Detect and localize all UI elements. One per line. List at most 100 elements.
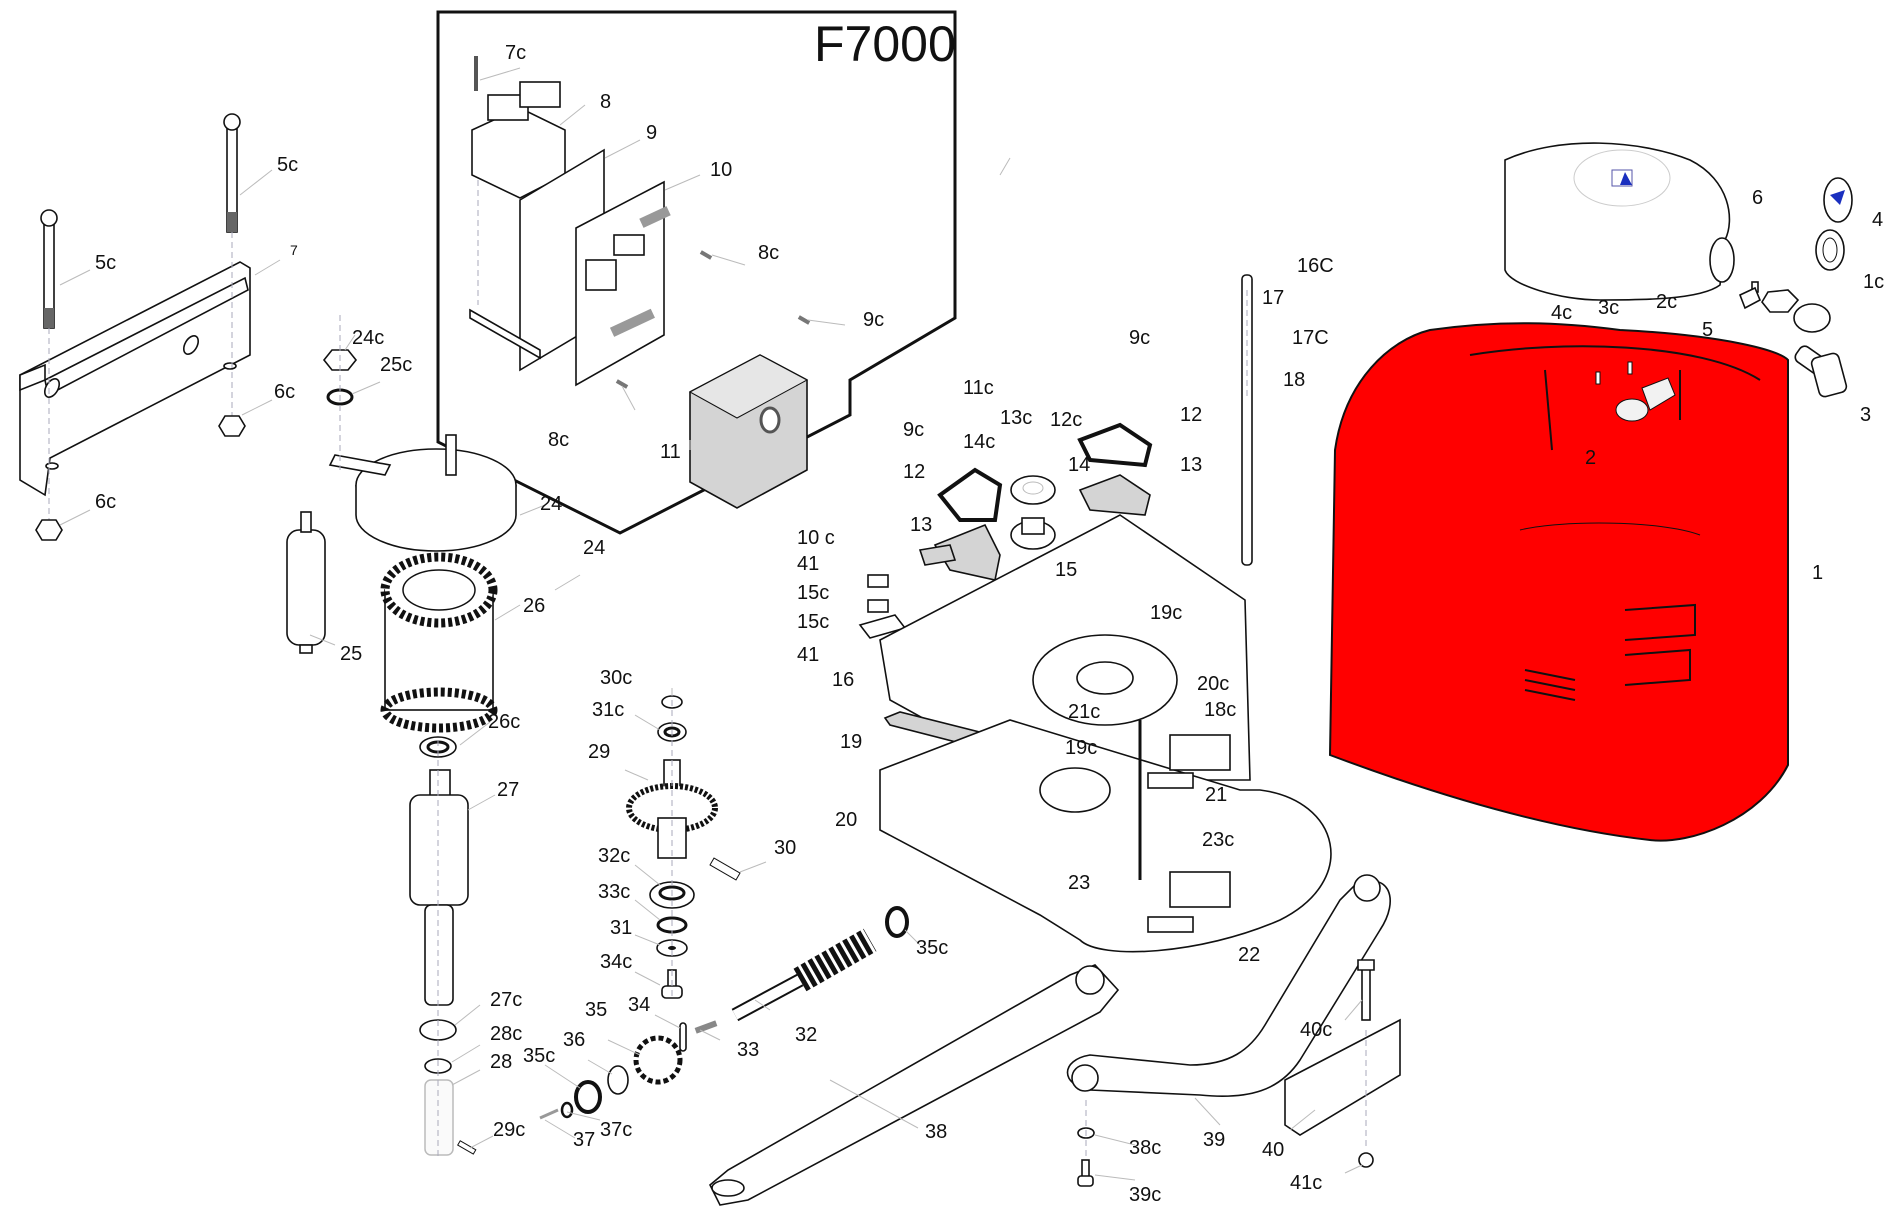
part-label-12-b: 12: [903, 461, 926, 483]
part-label-24-b: 24: [583, 537, 606, 559]
part-label-36: 36: [563, 1029, 586, 1051]
housing-body: [1328, 322, 1789, 842]
lever-arm-38: [709, 964, 1120, 1206]
bolt-5c-left: [40, 209, 58, 520]
part-label-24c: 24c: [352, 327, 385, 349]
chassis-top: [879, 514, 1251, 781]
cover-13-right: [1078, 474, 1151, 516]
part-label-16c: 16C: [1297, 255, 1334, 277]
part-label-8c-b: 8c: [548, 429, 570, 451]
terminal-block-21: [1147, 734, 1231, 789]
switch-plate-41-top: [918, 544, 957, 566]
part-label-3c: 3c: [1598, 297, 1620, 319]
part-label-13-b: 13: [910, 514, 933, 536]
screw-37: [539, 1108, 559, 1120]
worm-28: [424, 1079, 454, 1156]
top-cover: [1504, 142, 1735, 301]
part-label-9: 9: [646, 122, 658, 144]
key-fob: [1815, 177, 1853, 271]
part-label-39: 39: [1203, 1129, 1226, 1151]
bearing-35c-lower: [574, 1080, 602, 1114]
screw-8c-top: [699, 250, 713, 260]
part-label-40c: 40c: [1300, 1019, 1333, 1041]
bearing-35c-upper: [885, 906, 909, 938]
terminal-block-22: [1147, 871, 1231, 933]
part-label-28c: 28c: [490, 1023, 523, 1045]
part-label-15: 15: [1055, 559, 1078, 581]
part-label-13-a: 13: [1180, 454, 1203, 476]
part-label-18: 18: [1283, 369, 1306, 391]
bearing-26c: [419, 736, 457, 758]
capacitor-box: [688, 354, 809, 509]
base-housing: [879, 719, 1332, 953]
part-label-38: 38: [925, 1121, 948, 1143]
part-label-41-a: 41: [797, 553, 820, 575]
part-label-12-a: 12: [1180, 404, 1203, 426]
part-label-8c-a: 8c: [758, 242, 780, 264]
pin-29c: [457, 1140, 477, 1155]
model-title: F7000: [814, 16, 956, 72]
rod-18: [1241, 274, 1253, 566]
part-label-7: 7: [290, 242, 298, 258]
gasket-12-left: [937, 467, 1003, 522]
screw-7c: [474, 56, 478, 91]
part-label-39c: 39c: [1129, 1184, 1162, 1206]
worm-shaft: [731, 928, 877, 1022]
bushing-15: [1010, 517, 1056, 550]
part-label-19c-a: 19c: [1150, 602, 1183, 624]
part-label-15c-a: 15c: [797, 582, 830, 604]
control-board: [575, 180, 671, 387]
oring-37c: [560, 1101, 574, 1119]
mounting-bracket: [19, 261, 251, 497]
leader-lines: [59, 67, 1363, 1181]
part-label-35: 35: [585, 999, 608, 1021]
part-label-20: 20: [835, 809, 858, 831]
control-unit-callout-frame: [436, 10, 957, 535]
part-label-25: 25: [340, 643, 363, 665]
part-label-31c: 31c: [592, 699, 625, 721]
part-label-7c: 7c: [505, 42, 527, 64]
part-label-10c: 10 c: [797, 527, 835, 549]
lever-arm-39: [1066, 874, 1391, 1098]
bolt-40c: [1357, 959, 1375, 1021]
nut-41c: [1358, 1152, 1374, 1168]
part-label-37: 37: [573, 1129, 596, 1151]
part-label-2c: 2c: [1656, 291, 1678, 313]
part-label-6c-b: 6c: [95, 491, 117, 513]
part-label-10: 10: [710, 159, 733, 181]
rotor-shaft: [409, 769, 469, 1006]
part-label-11c: 11c: [963, 377, 994, 399]
part-label-25c: 25c: [380, 354, 413, 376]
part-label-1c: 1c: [1863, 271, 1885, 293]
part-label-3: 3: [1860, 404, 1872, 426]
part-label-9c-b: 9c: [1129, 327, 1151, 349]
part-label-38c: 38c: [1129, 1137, 1162, 1159]
part-label-5: 5: [1702, 319, 1714, 341]
part-label-30c: 30c: [600, 667, 633, 689]
stator: [380, 552, 498, 733]
capacitor: [286, 511, 326, 654]
part-label-26: 26: [523, 595, 546, 617]
part-label-32c: 32c: [598, 845, 631, 867]
washer-31: [656, 939, 688, 957]
washer-36: [607, 1065, 629, 1095]
pinion-gear: [633, 1035, 683, 1085]
part-label-17c: 17C: [1292, 327, 1329, 349]
part-label-6: 6: [1752, 187, 1764, 209]
part-label-26c: 26c: [488, 711, 521, 733]
part-label-34c: 34c: [600, 951, 633, 973]
lock-cylinder: [1751, 281, 1831, 333]
part-label-21: 21: [1205, 784, 1228, 806]
part-label-20c: 20c: [1197, 673, 1230, 695]
part-label-35c-a: 35c: [523, 1045, 556, 1067]
part-label-34: 34: [628, 994, 651, 1016]
main-housing: [1328, 322, 1789, 842]
part-label-31: 31: [610, 917, 633, 939]
part-label-33: 33: [737, 1039, 760, 1061]
bolt-5c-right: [223, 113, 241, 420]
spring-33: [694, 1020, 718, 1034]
key: [1794, 345, 1848, 398]
part-label-5c-a: 5c: [277, 154, 299, 176]
microswitch-15c-top: [867, 574, 889, 588]
